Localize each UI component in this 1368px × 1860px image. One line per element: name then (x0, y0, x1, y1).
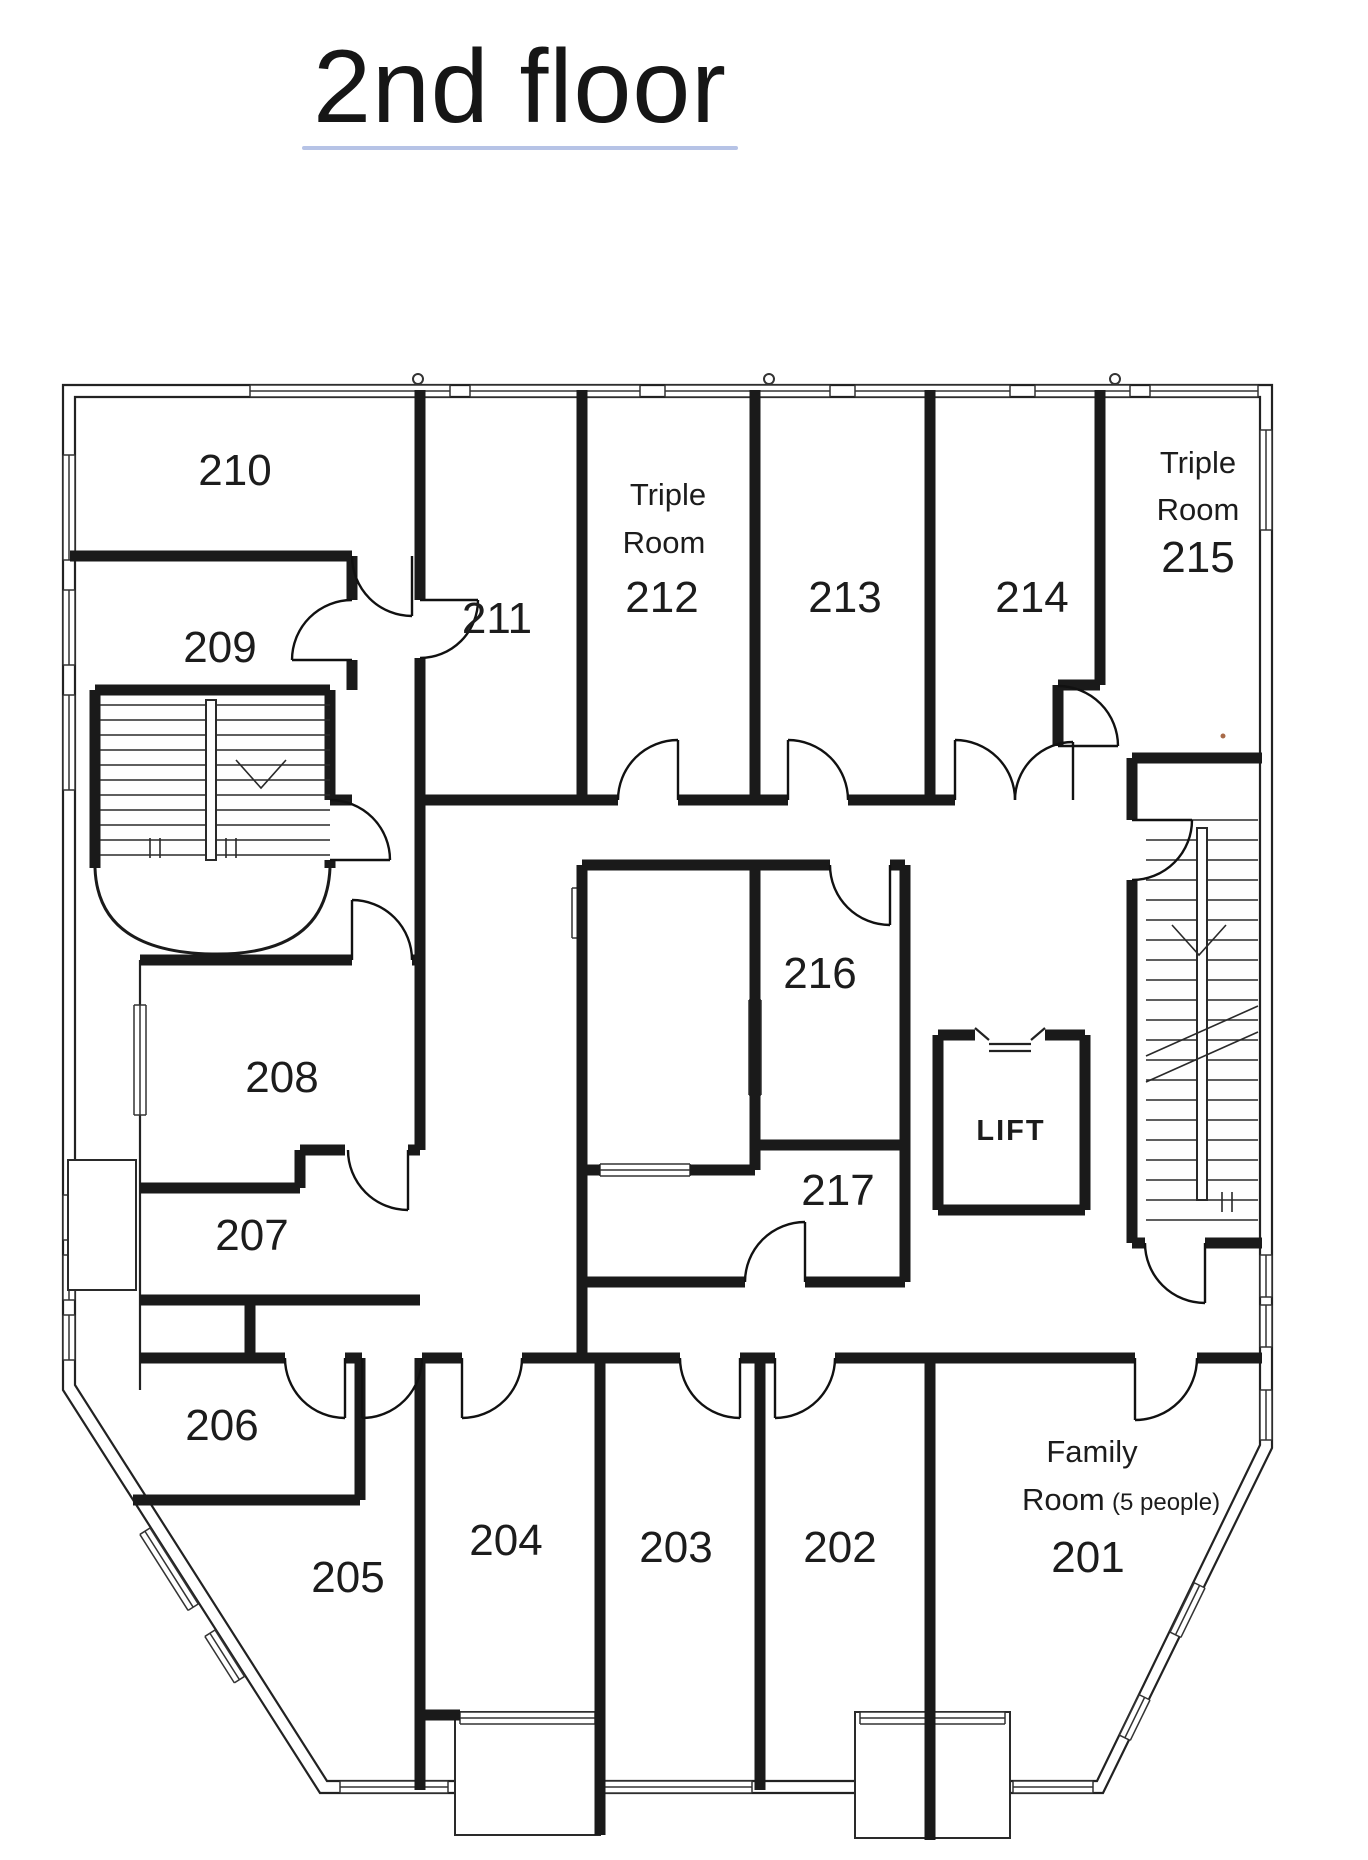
window-segment (1259, 1304, 1273, 1348)
window-segment (458, 1710, 597, 1726)
window-segment (1259, 429, 1273, 531)
window-segment (1034, 384, 1131, 398)
door-202 (773, 1357, 837, 1420)
room-label-211: 211 (462, 594, 532, 643)
door-210 (350, 555, 414, 618)
room-label-204: 204 (469, 1516, 542, 1565)
room-label-214: 214 (995, 573, 1068, 622)
room-label-207: 207 (215, 1211, 288, 1260)
door-217 (743, 1220, 807, 1283)
room-label-215: 215 (1161, 533, 1234, 582)
room-labels: 210 209 211 Triple Room 212 213 214 Trip… (183, 445, 1239, 1602)
room-type-212-line2: Room (623, 525, 706, 560)
stair-ticks (1221, 1192, 1233, 1212)
room-type-215-line1: Triple (1160, 445, 1236, 480)
room-label-201: 201 (1051, 1533, 1124, 1582)
window-segment (133, 1004, 147, 1116)
room-type-201-line1: Family (1046, 1434, 1138, 1469)
door-213 (786, 738, 850, 801)
room-label-213: 213 (808, 573, 881, 622)
room-label-203: 203 (639, 1523, 712, 1572)
window-segment (62, 1314, 76, 1361)
outer-wall-outline (61, 383, 1274, 1795)
door-left-stair (329, 798, 392, 862)
door-216 (828, 864, 892, 927)
room-label-202: 202 (803, 1523, 876, 1572)
vent-circle (412, 373, 424, 385)
room-label-216: 216 (783, 949, 856, 998)
window-segment (599, 1163, 691, 1177)
room-label-212: 212 (625, 573, 698, 622)
door-204 (460, 1357, 524, 1420)
right-staircase (1145, 819, 1259, 1221)
stair-ticks (149, 838, 237, 858)
window-segment (1169, 1582, 1206, 1639)
window-segment (62, 694, 76, 791)
door-right-stair (1131, 818, 1194, 882)
window-segment (663, 383, 832, 399)
doors (283, 555, 1207, 1422)
window-segment (1012, 1780, 1094, 1794)
room-label-210: 210 (198, 446, 271, 495)
door-corridor-east (1013, 740, 1075, 801)
door-208 (350, 898, 414, 961)
room-type-215-line2: Room (1157, 492, 1240, 527)
lift-label: LIFT (976, 1115, 1045, 1147)
window-segment (204, 1629, 246, 1684)
page-title: 2nd floor (313, 29, 727, 145)
scan-speck (1220, 733, 1226, 739)
door-211 (419, 598, 480, 660)
outer-wall-inner-line (73, 395, 1262, 1783)
window-segment (468, 383, 642, 399)
stair-arrow-icon (235, 759, 287, 790)
room-type-201-line2: Room (1022, 1482, 1105, 1517)
balconies (67, 1159, 1011, 1839)
door-203 (678, 1357, 742, 1420)
window-segment (139, 1527, 199, 1612)
door-206 (283, 1357, 347, 1420)
window-segment (1259, 1254, 1273, 1298)
door-205 (360, 1357, 424, 1420)
room-label-205: 205 (311, 1553, 384, 1602)
room-type-212-line1: Triple (630, 477, 706, 512)
door-215 (1057, 684, 1120, 748)
window-segment (339, 1780, 449, 1794)
door-right-stair-lower (1143, 1242, 1207, 1305)
window-segment (598, 1779, 754, 1795)
room-label-208: 208 (245, 1053, 318, 1102)
door-201 (1133, 1357, 1199, 1422)
vent-circle (1109, 373, 1121, 385)
room-label-217: 217 (801, 1166, 874, 1215)
balcony-left (67, 1159, 137, 1291)
stair-break-lines (1145, 1005, 1259, 1083)
title-underline (302, 146, 738, 150)
room-label-206: 206 (185, 1401, 258, 1450)
lift-door-icon (974, 1027, 1046, 1053)
room-label-209: 209 (183, 623, 256, 672)
door-209 (290, 598, 353, 662)
room-capacity-201: (5 people) (1112, 1489, 1220, 1516)
left-staircase (93, 699, 332, 956)
interior-walls (70, 390, 1262, 1840)
door-212 (616, 738, 680, 801)
window-segment (1259, 1389, 1273, 1441)
stair-stringer (205, 699, 217, 861)
vent-circle (763, 373, 775, 385)
window-segment (62, 454, 76, 561)
balcony-bottom-left (454, 1711, 601, 1836)
door-214 (953, 738, 1017, 801)
door-207 (346, 1149, 410, 1212)
stair-arrow-icon (1171, 924, 1227, 957)
stair-stringer (1196, 827, 1208, 1201)
window-segment (62, 589, 76, 666)
stair-curved-wall (93, 867, 332, 956)
window-segment (1149, 384, 1259, 398)
